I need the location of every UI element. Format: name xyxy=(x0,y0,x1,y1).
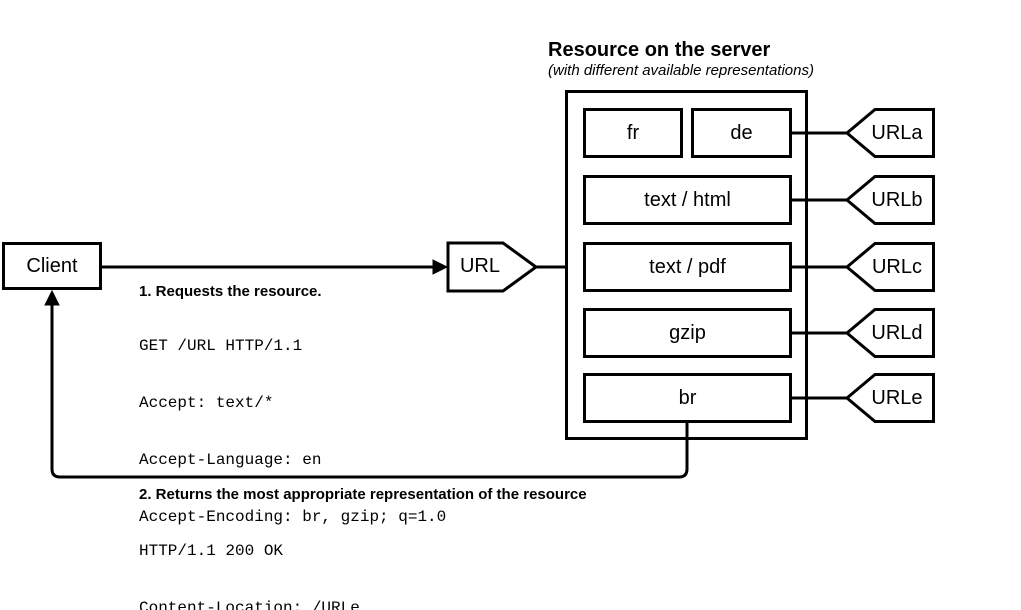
response-return-line xyxy=(50,302,689,479)
response-arrowhead-icon xyxy=(44,289,60,306)
representation-text-pdf: text / pdf xyxy=(583,242,792,292)
urlc-tag-shape xyxy=(844,242,935,292)
representation-br: br xyxy=(583,373,792,423)
response-heading: 2. Returns the most appropriate represen… xyxy=(139,486,587,503)
request-header-line: GET /URL HTTP/1.1 xyxy=(139,337,303,355)
representation-de: de xyxy=(691,108,792,158)
representation-fr: fr xyxy=(583,108,683,158)
urlc-tag-label: URLc xyxy=(871,256,922,278)
urlb-tag-label: URLb xyxy=(871,189,923,211)
urld-tag-shape xyxy=(844,308,935,358)
response-header-line: HTTP/1.1 200 OK xyxy=(139,542,284,560)
urlb-tag-shape xyxy=(844,175,935,225)
urle-tag-shape xyxy=(844,373,935,423)
request-header-line: Accept-Encoding: br, gzip; q=1.0 xyxy=(139,508,447,526)
representation-gzip: gzip xyxy=(583,308,792,358)
url-node-label: URL xyxy=(459,255,500,277)
request-header-line: Accept-Language: en xyxy=(139,451,322,469)
urla-tag-label: URLa xyxy=(871,122,923,144)
server-title: Resource on the server xyxy=(548,39,771,61)
request-header-line: Accept: text/* xyxy=(139,394,274,412)
urld-tag-label: URLd xyxy=(871,322,923,344)
request-heading: 1. Requests the resource. xyxy=(139,283,322,300)
server-subtitle: (with different available representation… xyxy=(548,62,814,79)
urle-tag-label: URLe xyxy=(871,387,923,409)
client-node: Client xyxy=(2,242,102,290)
request-headers: GET /URL HTTP/1.1 Accept: text/* Accept-… xyxy=(139,299,446,565)
response-headers: HTTP/1.1 200 OK Content-Location: /URLe … xyxy=(139,504,360,610)
response-header-line: Content-Location: /URLe xyxy=(139,599,360,610)
representation-text-html: text / html xyxy=(583,175,792,225)
urla-tag-shape xyxy=(844,108,935,158)
request-arrowhead-icon xyxy=(432,259,449,275)
url-pennant-shape xyxy=(446,241,539,293)
